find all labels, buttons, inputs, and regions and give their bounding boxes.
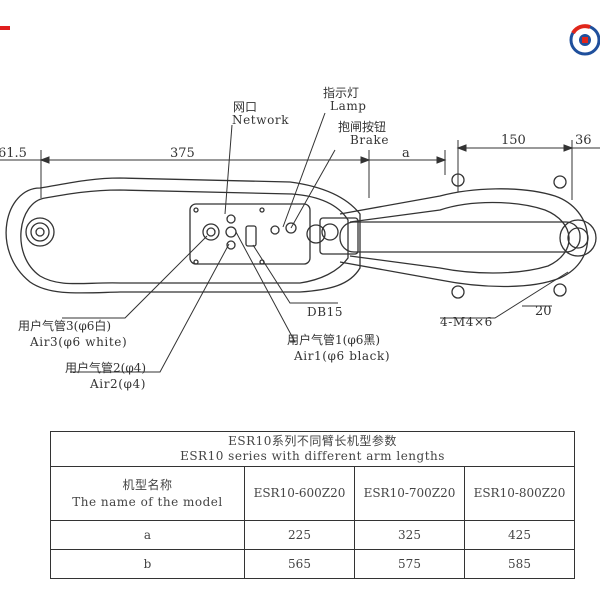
model-name-header-en: The name of the model <box>72 494 223 509</box>
table-title: ESR10系列不同臂长机型参数 ESR10 series with differ… <box>50 431 575 467</box>
label-air1-en: Air1(φ6 black) <box>293 349 390 363</box>
label-network-cn: 网口 <box>233 100 257 114</box>
first-arm <box>5 177 361 294</box>
table-row: a 225 325 425 <box>50 520 575 550</box>
row-label: b <box>50 549 245 579</box>
label-lamp-en: Lamp <box>330 99 367 113</box>
model-column-header: ESR10-700Z20 <box>354 466 465 521</box>
company-logo <box>569 24 600 56</box>
table-cell: 585 <box>464 549 575 579</box>
row-label: a <box>50 520 245 550</box>
label-air3-cn: 用户气管3(φ6白) <box>18 318 111 333</box>
table-cell: 425 <box>464 520 575 550</box>
table-cell: 575 <box>354 549 465 579</box>
top-dimension-lines <box>0 140 600 200</box>
arm-length-spec-table: ESR10系列不同臂长机型参数 ESR10 series with differ… <box>50 431 575 579</box>
dim-a: a <box>402 146 410 161</box>
table-cell: 325 <box>354 520 465 550</box>
robot-arm-drawing: 61.5 375 a 150 36 20 <box>0 24 600 391</box>
label-brake-cn: 抱闸按钮 <box>338 119 386 134</box>
table-cell: 565 <box>244 549 355 579</box>
model-name-header: 机型名称 The name of the model <box>50 466 245 521</box>
dim-150: 150 <box>501 133 526 148</box>
label-air1-cn: 用户气管1(φ6黑) <box>287 332 380 347</box>
table-title-en: ESR10 series with different arm lengths <box>180 449 445 463</box>
corner-mark <box>0 26 10 30</box>
model-name-header-cn: 机型名称 <box>122 477 173 492</box>
model-column-header: ESR10-600Z20 <box>244 466 355 521</box>
model-column-header: ESR10-800Z20 <box>464 466 575 521</box>
table-cell: 225 <box>244 520 355 550</box>
second-arm <box>319 173 597 299</box>
label-air2-en: Air2(φ4) <box>89 377 146 391</box>
dim-20: 20 <box>535 304 552 319</box>
label-lamp-cn: 指示灯 <box>323 85 359 100</box>
label-network-en: Network <box>232 113 289 127</box>
label-m4: 4-M4×6 <box>440 315 493 329</box>
label-air2-cn: 用户气管2(φ4) <box>65 360 146 375</box>
dim-36: 36 <box>575 133 592 148</box>
leader-lines <box>62 112 569 373</box>
table-row: b 565 575 585 <box>50 549 575 579</box>
dim-61-5: 61.5 <box>0 146 27 161</box>
label-air3-en: Air3(φ6 white) <box>29 335 127 349</box>
label-brake-en: Brake <box>350 133 389 147</box>
table-title-cn: ESR10系列不同臂长机型参数 <box>228 434 397 448</box>
dim-375: 375 <box>170 146 195 161</box>
label-db15: DB15 <box>307 305 343 319</box>
